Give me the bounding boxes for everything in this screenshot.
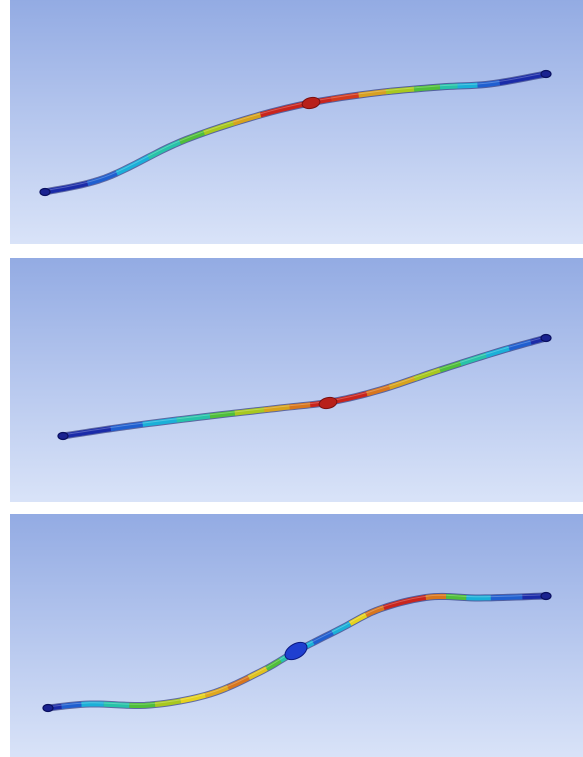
joint-node [284, 641, 308, 661]
left-end-clip [42, 703, 54, 713]
contour-segment [129, 702, 156, 708]
beam-render-1 [39, 69, 552, 197]
viewport-2[interactable] [10, 258, 583, 502]
right-end-clip [540, 333, 552, 343]
joint-node [301, 96, 321, 110]
contour-segment [147, 139, 181, 160]
contour-segment [265, 658, 282, 671]
contour-segment [247, 666, 268, 680]
contour-segment [232, 111, 267, 126]
left-end-clip [57, 431, 69, 441]
left-end-clip [39, 187, 51, 197]
beam-outline [59, 334, 550, 440]
contour-segment [388, 374, 421, 390]
contour-segment [103, 701, 130, 708]
contour-segment [289, 401, 315, 410]
contour-segment [180, 692, 206, 704]
viewport-3[interactable] [10, 514, 583, 757]
beam-render-3 [42, 591, 552, 713]
contour-segment [445, 593, 467, 601]
viewport-1[interactable] [10, 0, 583, 244]
contour-segment [312, 630, 334, 645]
contour-segment [348, 612, 368, 626]
contour-segment [176, 413, 211, 423]
contour-segment [383, 599, 405, 611]
contour-segment [403, 595, 427, 605]
contour-segment [142, 416, 184, 427]
contour-segment [508, 338, 536, 351]
contour-segment [226, 675, 250, 690]
beam-highlight [62, 336, 547, 436]
contour-segment [425, 593, 447, 601]
right-end-clip [540, 69, 552, 79]
contour-segment [413, 84, 441, 92]
contour-segment [204, 685, 229, 698]
contour-segment [365, 605, 385, 618]
right-end-clip [540, 591, 552, 601]
contour-segment [331, 621, 352, 635]
joint-node [318, 396, 338, 410]
beam-render-2 [57, 333, 552, 441]
contour-segment [490, 594, 523, 601]
contour-segment [413, 367, 441, 382]
contour-segment [154, 698, 182, 708]
contour-segment [61, 701, 82, 709]
beam-outline [41, 70, 550, 196]
